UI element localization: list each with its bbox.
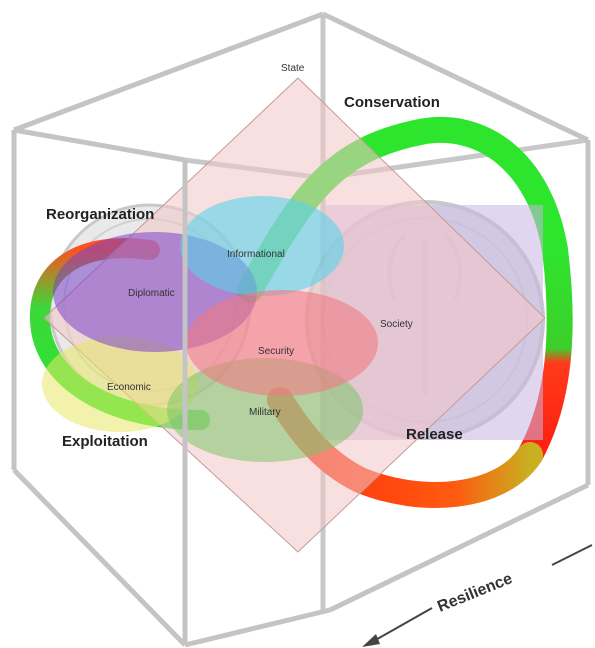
society-label: Society xyxy=(380,319,413,330)
domain-ellipses xyxy=(42,196,378,462)
resilience-label: Resilience xyxy=(435,570,515,615)
economic-label: Economic xyxy=(107,382,151,393)
informational-label: Informational xyxy=(227,249,285,260)
informational-ellipse xyxy=(180,196,344,296)
military-label: Military xyxy=(249,407,281,418)
cube-front-edges xyxy=(11,11,591,648)
exploitation-label: Exploitation xyxy=(62,433,148,450)
economic-ellipse xyxy=(42,336,198,432)
state-label: State xyxy=(281,63,305,74)
release-label: Release xyxy=(406,426,463,443)
resilience-axis xyxy=(362,544,593,647)
security-ellipse xyxy=(186,290,378,396)
security-label: Security xyxy=(258,346,294,357)
reorganization-label: Reorganization xyxy=(46,206,154,223)
diplomatic-label: Diplomatic xyxy=(128,288,175,299)
conservation-label: Conservation xyxy=(344,94,440,111)
